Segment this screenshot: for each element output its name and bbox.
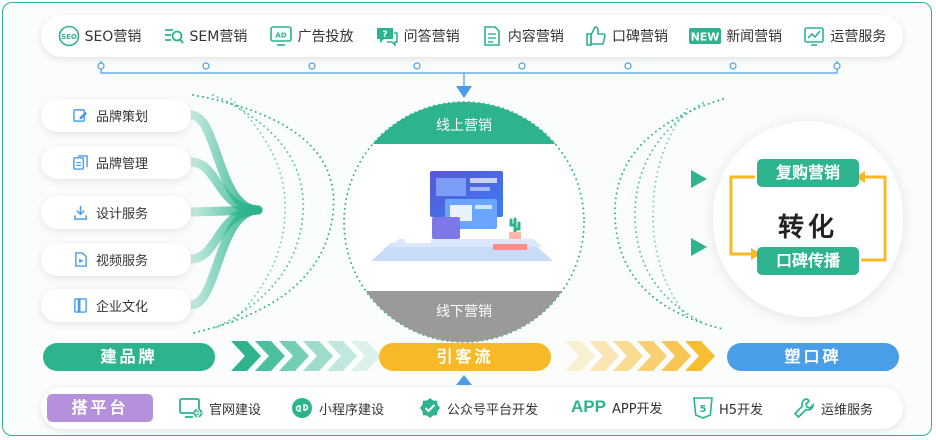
green-chevrons <box>231 341 381 371</box>
right-dotted-arcs <box>613 98 724 330</box>
service-label: 视频服务 <box>96 254 149 269</box>
left-converging-lines <box>186 110 263 310</box>
laptop-illustration <box>371 171 553 261</box>
service-label: 品牌策划 <box>96 110 149 125</box>
stage-build-brand: 建品牌 <box>43 343 215 371</box>
platform-tag: 搭平台 <box>47 394 153 422</box>
channel-word-of-mouth[interactable]: 口碑营销 <box>585 25 668 47</box>
platform-label: 小程序建设 <box>319 402 385 418</box>
service-brand-management[interactable]: 品牌管理 <box>41 146 191 179</box>
thumbs-up-icon <box>585 25 607 47</box>
copy-icon <box>73 155 88 170</box>
chart-monitor-icon <box>803 25 825 47</box>
wrench-icon <box>793 397 815 419</box>
service-label: 设计服务 <box>96 207 149 222</box>
download-icon <box>73 205 88 220</box>
platform-h5[interactable]: 5 H5开发 <box>693 397 763 419</box>
channel-sem[interactable]: SEM营销 <box>163 25 248 47</box>
right-arrows <box>581 170 707 256</box>
channel-content[interactable]: 内容营销 <box>481 25 564 47</box>
conversion-circle: 复购营销 转化 口碑传播 <box>713 121 903 317</box>
repurchase-marketing-tag: 复购营销 <box>757 159 859 187</box>
service-corporate-culture[interactable]: 企业文化 <box>41 289 191 322</box>
video-icon <box>73 252 88 267</box>
service-video[interactable]: 视频服务 <box>41 243 191 276</box>
platform-bar: 搭平台 官网建设 小程序建设 公众号平台开发 APP APP开发 5 H5开发 … <box>41 387 903 429</box>
channel-operations[interactable]: 运营服务 <box>803 25 886 47</box>
badge-check-icon <box>419 397 441 419</box>
html5-icon: 5 <box>693 397 713 419</box>
word-of-mouth-tag: 口碑传播 <box>757 247 859 275</box>
channel-ad[interactable]: AD 广告投放 <box>269 25 354 47</box>
platform-maintenance[interactable]: 运维服务 <box>793 397 873 419</box>
channel-label: 广告投放 <box>297 29 354 45</box>
channel-label: 内容营销 <box>507 29 564 45</box>
html5-icon-text: 5 <box>700 404 707 415</box>
chat-question-icon: ? <box>375 25 399 47</box>
website-icon <box>179 397 203 419</box>
stage-attract-traffic: 引客流 <box>379 343 551 371</box>
platform-up-arrow <box>456 375 472 385</box>
service-label: 品牌管理 <box>96 157 149 172</box>
svg-text:AD: AD <box>275 32 286 40</box>
svg-text:?: ? <box>382 30 387 40</box>
marketing-channels-bar: SEO SEO营销 SEM营销 AD 广告投放 ? 问答营销 内容 <box>41 15 903 57</box>
service-label: 企业文化 <box>96 300 149 315</box>
platform-website[interactable]: 官网建设 <box>179 397 261 419</box>
new-badge-icon: NEW <box>689 27 722 45</box>
channel-seo[interactable]: SEO SEO营销 <box>58 25 142 47</box>
document-icon <box>481 25 503 47</box>
service-brand-planning[interactable]: 品牌策划 <box>41 99 191 132</box>
platform-label: 官网建设 <box>209 402 262 418</box>
platform-label: 运维服务 <box>821 402 874 418</box>
orange-chevrons <box>565 341 715 371</box>
channel-qa[interactable]: ? 问答营销 <box>375 25 460 47</box>
app-icon: APP <box>571 397 606 416</box>
channel-label: 运营服务 <box>830 29 887 45</box>
flow-graphic <box>97 61 841 385</box>
stage-shape-reputation: 塑口碑 <box>727 343 899 371</box>
platform-label: APP开发 <box>611 401 663 417</box>
channel-label: SEO营销 <box>84 29 142 45</box>
platform-label: 公众号平台开发 <box>447 402 539 418</box>
platform-app[interactable]: APP APP开发 <box>571 397 663 417</box>
channel-news[interactable]: NEW 新闻营销 <box>689 26 782 46</box>
edit-icon <box>73 108 88 123</box>
platform-mini-program[interactable]: 小程序建设 <box>291 397 384 419</box>
svg-text:SEO: SEO <box>61 33 77 41</box>
new-badge-text: NEW <box>691 31 720 44</box>
platform-label: H5开发 <box>719 402 764 418</box>
channel-connector-line <box>97 61 841 98</box>
online-marketing-label: 线上营销 <box>436 118 492 134</box>
book-icon <box>73 298 88 313</box>
service-design[interactable]: 设计服务 <box>41 196 191 229</box>
platform-official-account[interactable]: 公众号平台开发 <box>419 397 538 419</box>
channel-label: 问答营销 <box>403 29 460 45</box>
channel-label: 新闻营销 <box>726 29 783 45</box>
channel-label: SEM营销 <box>189 29 248 45</box>
offline-marketing-label: 线下营销 <box>436 304 492 320</box>
conversion-title: 转化 <box>777 213 838 243</box>
channel-label: 口碑营销 <box>612 29 669 45</box>
conversion-cycle-arrows <box>729 171 887 262</box>
seo-icon: SEO <box>58 25 80 47</box>
ad-icon: AD <box>269 25 293 47</box>
mini-program-icon <box>291 397 313 419</box>
sem-search-icon <box>163 25 185 47</box>
